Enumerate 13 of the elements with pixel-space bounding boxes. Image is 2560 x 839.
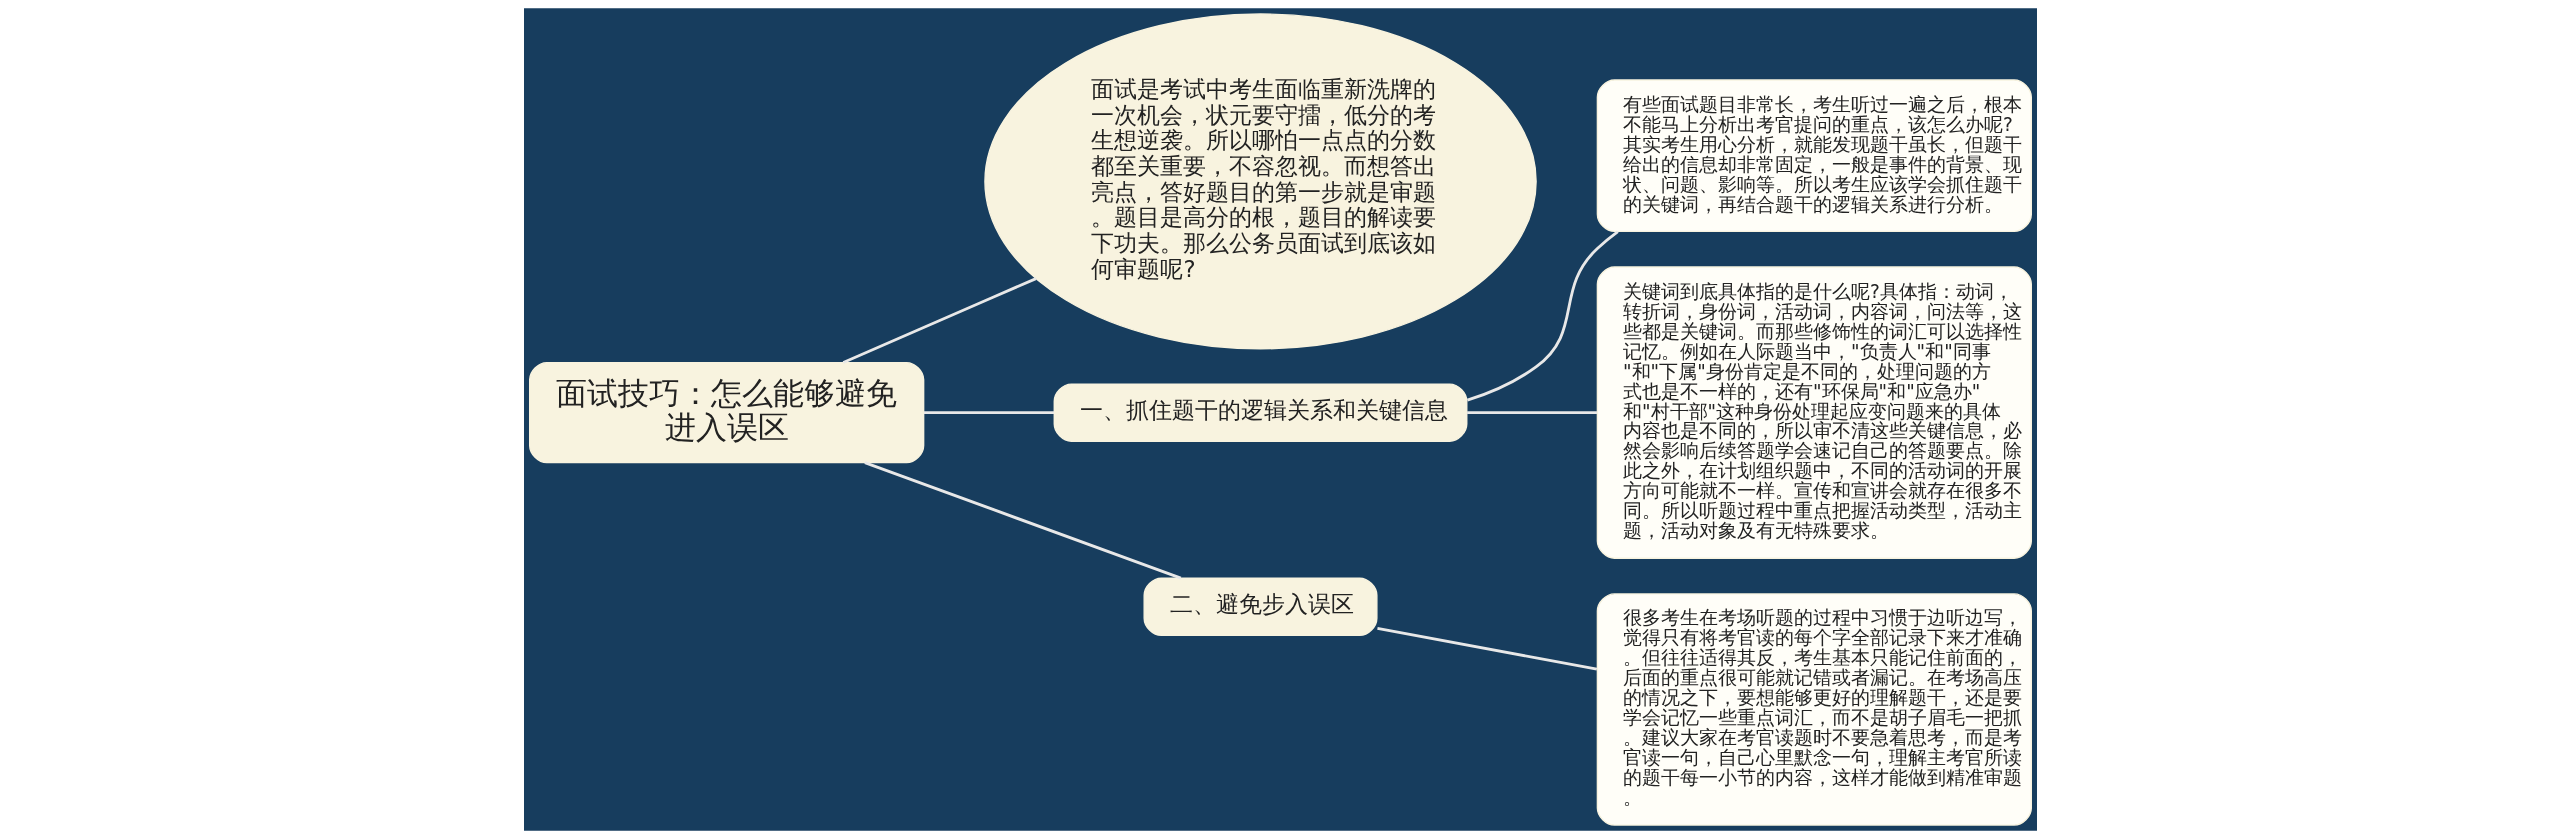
node-box: 一、抓住题干的逻辑关系和关键信息 bbox=[1053, 383, 1467, 442]
node-box: 面试技巧：怎么能够避免进入误区 bbox=[528, 361, 924, 464]
node-box: 有些面试题目非常长，考生听过一遍之后，根本不能马上分析出考官提问的重点，该怎么办呢?其实考生用心分析，就能发现题干虽长，但题干给出的信息却非常固定，一般是事件的背景、现状、问题、影响等。所以考生应该学会抓住题干的关键词，再结合题干的逻辑关系进行分析。 bbox=[1596, 79, 2032, 233]
node-box: 关键词到底具体指的是什么呢?具体指：动词，转折词，身份词，活动词，内容词，问法等，这些都是关键词。而那些修饰性的词汇可以选择性记忆。例如在人际题当中，"负责人"和"同事"和"下属"身份肯定是不同的，处理问题的方式也是不一样的，还有"环保局"和"应急办"和"村干部"这种身份处理起应变问题来的具体内容也是不同的，所以审不清这些关键信息，必然会影响后续答题学会速记自己的答题要点。除此之外，在计划组织题中，不同的活动词的开展方向可能就不一样。宣传和宣讲会就存在很多不同。所以听题过程中重点把握活动类型，活动主题，活动对象及有无特殊要求。 bbox=[1596, 266, 2032, 559]
connector bbox=[923, 411, 1054, 415]
connector bbox=[863, 461, 1181, 580]
node-ellipse: 面试是考试中考生面临重新洗牌的一次机会，状元要守擂，低分的考生想逆袭。所以哪怕一点点的分数都至关重要，不容忽视。而想答出亮点，答好题目的第一步就是审题。题目是高分的根，题目的解读要下功夫。那么公务员面试到底该如何审题呢? bbox=[983, 13, 1537, 350]
connector bbox=[1466, 411, 1597, 415]
node-box: 二、避免步入误区 bbox=[1143, 577, 1378, 636]
connector bbox=[842, 277, 1037, 364]
node-box: 很多考生在考场听题的过程中习惯于边听边写，觉得只有将考官读的每个字全部记录下来才准确。但往往适得其反，考生基本只能记住前面的，后面的重点很可能就记错或者漏记。在考场高压的情况之下，要想能够更好的理解题干，还是要学会记忆一些重点词汇，而不是胡子眉毛一把抓。建议大家在考官读题时不要急着思考，而是考官读一句，自己心里默念一句，理解主考官所读的题干每一小节的内容，这样才能做到精准审题。 bbox=[1596, 593, 2032, 826]
connector bbox=[1466, 230, 1619, 402]
connector bbox=[1376, 626, 1597, 671]
